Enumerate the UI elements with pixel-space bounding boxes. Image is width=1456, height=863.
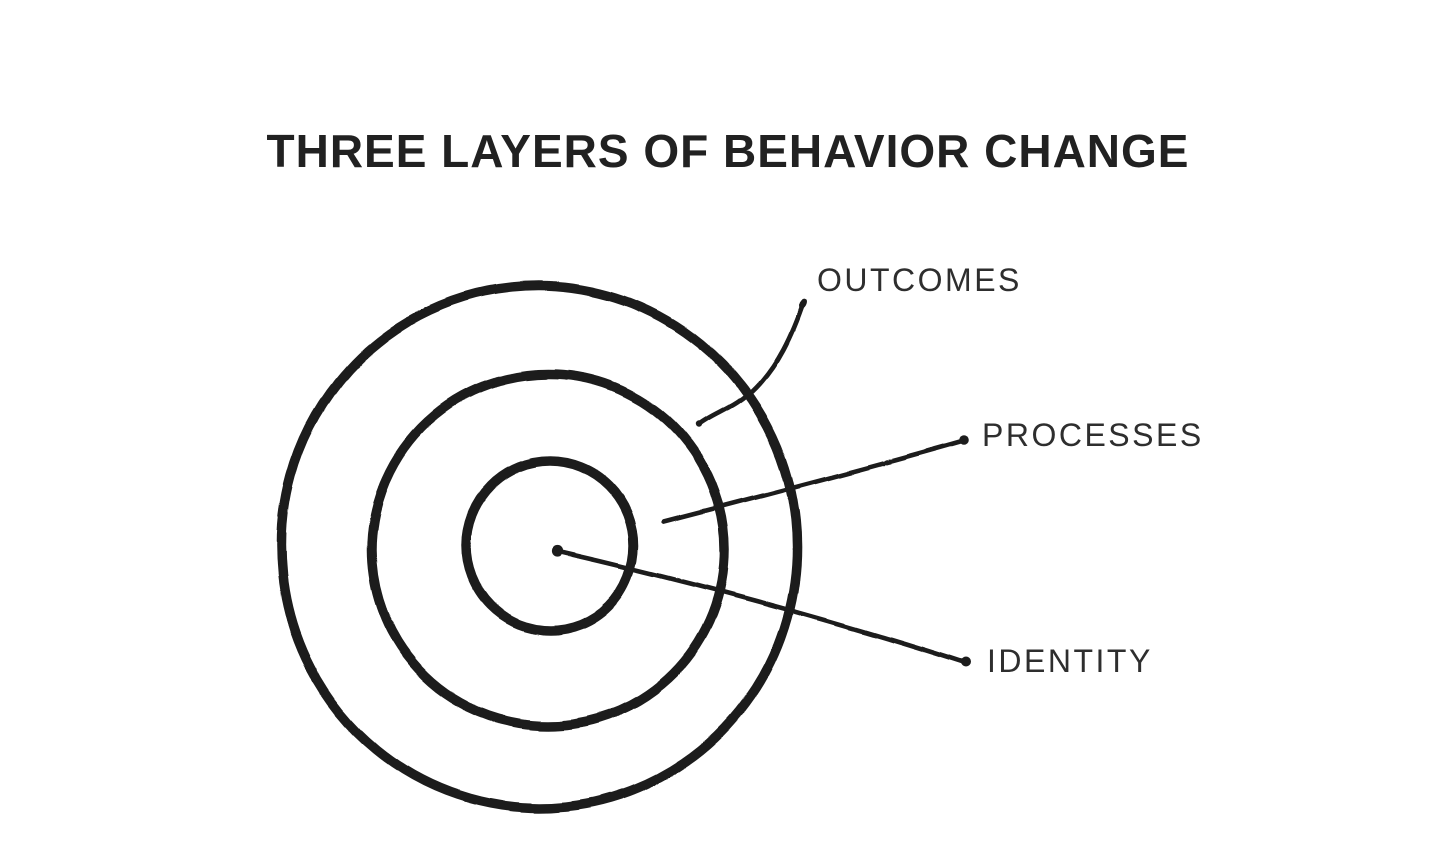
outer-ring-outcomes <box>276 281 802 813</box>
label-identity: IDENTITY <box>987 643 1153 679</box>
middle-ring-processes <box>366 369 730 731</box>
identity-label-dot <box>962 658 972 668</box>
outcomes-line-tip-dot <box>695 421 703 429</box>
inner-ring-identity <box>461 456 639 635</box>
outcomes-line-end-dot <box>798 298 806 310</box>
label-outcomes: OUTCOMES <box>817 262 1022 298</box>
identity-callout-line <box>553 548 969 666</box>
processes-callout-line <box>661 438 966 524</box>
label-processes: PROCESSES <box>982 417 1204 453</box>
identity-center-dot <box>551 545 563 557</box>
outcomes-callout-line <box>696 298 806 428</box>
diagram-title: THREE LAYERS OF BEHAVIOR CHANGE <box>266 125 1190 177</box>
processes-label-dot <box>960 435 970 445</box>
